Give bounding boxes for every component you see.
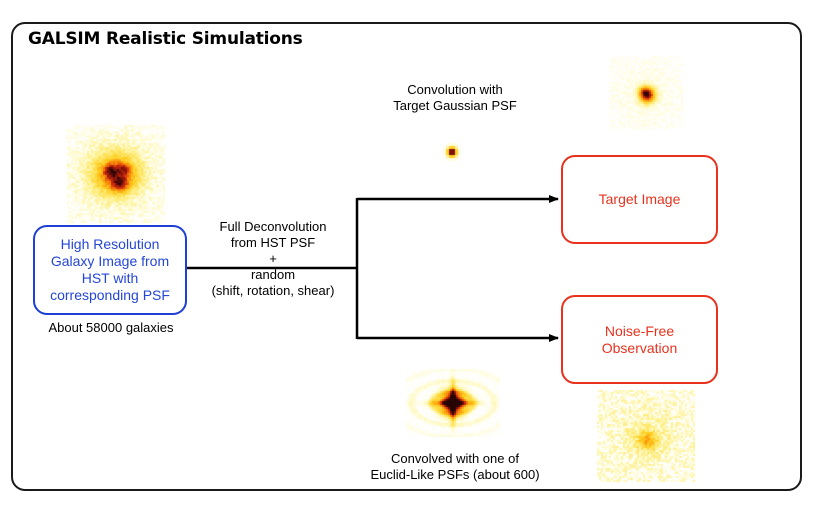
gaussian-psf-image [443, 143, 461, 161]
target-image-text: Target Image [598, 191, 681, 207]
hst-galaxy-image [67, 125, 165, 223]
source-galaxy-box: High Resolution Galaxy Image from HST wi… [33, 225, 187, 315]
diagram-title: GALSIM Realistic Simulations [28, 29, 303, 49]
source-caption: About 58000 galaxies [48, 320, 174, 335]
target-image-box: Target Image [561, 155, 718, 244]
bottom-branch-label: Convolved with one of Euclid-Like PSFs (… [370, 451, 540, 482]
noise-free-observation-image [597, 390, 695, 482]
process-label: Full Deconvolution from HST PSF + random… [211, 219, 335, 298]
noise-free-observation-text: Noise-Free Observation [601, 322, 678, 356]
noise-free-observation-box: Noise-Free Observation [561, 295, 718, 384]
euclid-psf-image [406, 369, 500, 437]
top-branch-label: Convolution with Target Gaussian PSF [393, 82, 517, 113]
source-galaxy-text: High Resolution Galaxy Image from HST wi… [50, 236, 170, 303]
target-galaxy-image [609, 56, 683, 130]
diagram-frame [11, 22, 802, 491]
